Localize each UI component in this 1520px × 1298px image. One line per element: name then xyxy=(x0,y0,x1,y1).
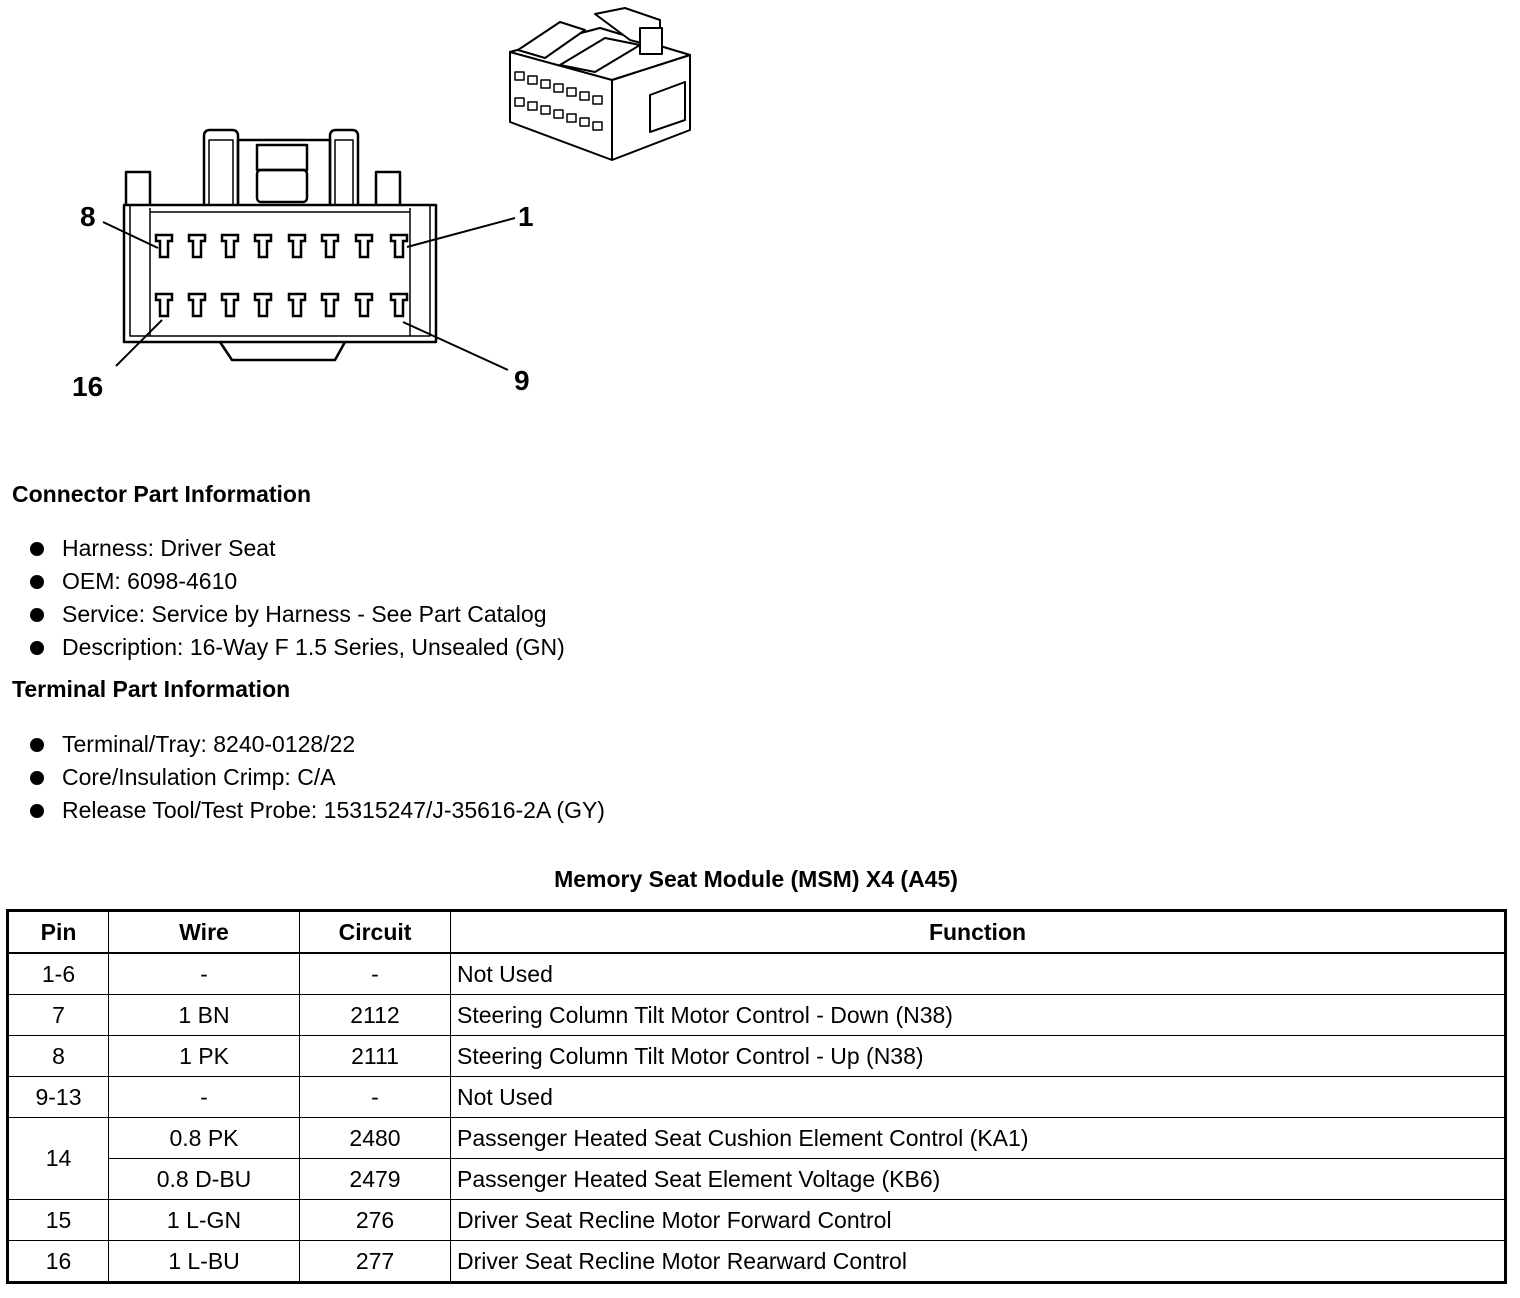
bullet-icon xyxy=(30,542,44,556)
terminal-cavity xyxy=(253,292,273,318)
terminal-info-heading: Terminal Part Information xyxy=(12,676,291,702)
bullet-icon xyxy=(30,575,44,589)
terminal-cavity xyxy=(220,292,240,318)
wire-cell: - xyxy=(108,1076,300,1118)
circuit-cell: 2479 xyxy=(299,1158,451,1200)
terminal-info-list: Terminal/Tray: 8240-0128/22 Core/Insulat… xyxy=(30,728,605,827)
wire-cell: 1 L-GN xyxy=(108,1199,300,1241)
function-cell: Steering Column Tilt Motor Control - Up … xyxy=(450,1035,1506,1077)
pin-cell: 1-6 xyxy=(7,952,109,995)
wire-cell: 1 L-BU xyxy=(108,1240,300,1283)
pin-cell: 14 xyxy=(7,1117,109,1200)
pin-label-8: 8 xyxy=(80,201,96,232)
function-cell: Not Used xyxy=(450,1076,1506,1118)
bullet-icon xyxy=(30,608,44,622)
table-row: 1-6 - - Not Used xyxy=(7,952,1506,995)
function-cell: Not Used xyxy=(450,952,1506,995)
circuit-cell: - xyxy=(299,952,451,995)
terminal-cavity xyxy=(287,233,307,259)
table-row: 0.8 D-BU 2479 Passenger Heated Seat Elem… xyxy=(8,1158,1506,1200)
column-header-function: Function xyxy=(450,910,1506,954)
pin-label-16: 16 xyxy=(72,371,103,402)
list-item: Service: Service by Harness - See Part C… xyxy=(30,598,565,631)
bullet-icon xyxy=(30,738,44,752)
pin-leader-lines xyxy=(102,217,516,371)
function-cell: Passenger Heated Seat Element Voltage (K… xyxy=(450,1158,1506,1200)
circuit-cell: 2112 xyxy=(299,994,451,1036)
bullet-icon xyxy=(30,641,44,655)
bullet-icon xyxy=(30,804,44,818)
terminal-cavity xyxy=(187,233,207,259)
terminal-cavity xyxy=(154,292,174,318)
terminal-cavity xyxy=(287,292,307,318)
terminal-cavity xyxy=(253,233,273,259)
list-item: OEM: 6098-4610 xyxy=(30,565,565,598)
pin-label-1: 1 xyxy=(518,201,534,232)
function-cell: Steering Column Tilt Motor Control - Dow… xyxy=(450,994,1506,1036)
pin-label-9: 9 xyxy=(514,365,530,396)
terminal-cavity xyxy=(187,292,207,318)
wire-cell: - xyxy=(108,952,300,995)
terminal-cavity xyxy=(389,292,409,318)
bullet-icon xyxy=(30,771,44,785)
pinout-table: Pin Wire Circuit Function 1-6 - - Not Us… xyxy=(6,909,1507,1284)
connector-face-view xyxy=(122,128,438,362)
table-row: 8 1 PK 2111 Steering Column Tilt Motor C… xyxy=(7,1035,1506,1077)
pin-cell: 7 xyxy=(7,994,109,1036)
table-row: 16 1 L-BU 277 Driver Seat Recline Motor … xyxy=(7,1240,1506,1283)
table-row: 14 0.8 PK 2480 Passenger Heated Seat Cus… xyxy=(7,1117,1506,1200)
list-item: Release Tool/Test Probe: 15315247/J-3561… xyxy=(30,794,605,827)
column-header-pin: Pin xyxy=(7,910,109,954)
table-header-row: Pin Wire Circuit Function xyxy=(7,910,1506,954)
circuit-cell: 2111 xyxy=(299,1035,451,1077)
circuit-cell: 277 xyxy=(299,1240,451,1283)
terminal-cavity xyxy=(354,292,374,318)
column-header-wire: Wire xyxy=(108,910,300,954)
table-row: 9-13 - - Not Used xyxy=(7,1076,1506,1118)
circuit-cell: 2480 xyxy=(299,1117,451,1159)
circuit-cell: 276 xyxy=(299,1199,451,1241)
terminal-cavity xyxy=(320,292,340,318)
list-item: Description: 16-Way F 1.5 Series, Unseal… xyxy=(30,631,565,664)
table-row: 15 1 L-GN 276 Driver Seat Recline Motor … xyxy=(7,1199,1506,1241)
function-cell: Passenger Heated Seat Cushion Element Co… xyxy=(450,1117,1506,1159)
function-cell: Driver Seat Recline Motor Forward Contro… xyxy=(450,1199,1506,1241)
list-item: Core/Insulation Crimp: C/A xyxy=(30,761,605,794)
pin-cell: 15 xyxy=(7,1199,109,1241)
pin-cell: 8 xyxy=(7,1035,109,1077)
terminal-cavity xyxy=(354,233,374,259)
connector-info-heading: Connector Part Information xyxy=(12,481,312,507)
terminal-cavity xyxy=(154,233,174,259)
connector-info-list: Harness: Driver Seat OEM: 6098-4610 Serv… xyxy=(30,532,565,664)
wire-cell: 1 PK xyxy=(108,1035,300,1077)
column-header-circuit: Circuit xyxy=(299,910,451,954)
terminal-cavity xyxy=(220,233,240,259)
table-title: Memory Seat Module (MSM) X4 (A45) xyxy=(554,866,958,892)
table-row: 7 1 BN 2112 Steering Column Tilt Motor C… xyxy=(7,994,1506,1036)
connector-diagram: 8 1 16 9 xyxy=(72,7,691,402)
list-item: Harness: Driver Seat xyxy=(30,532,565,565)
wire-cell: 1 BN xyxy=(108,994,300,1036)
terminal-cavity xyxy=(389,233,409,259)
wire-cell: 0.8 PK xyxy=(108,1117,300,1159)
function-cell: Driver Seat Recline Motor Rearward Contr… xyxy=(450,1240,1506,1283)
connector-3d-illustration xyxy=(509,7,691,161)
terminal-cavity xyxy=(320,233,340,259)
pin-cell: 9-13 xyxy=(7,1076,109,1118)
circuit-cell: - xyxy=(299,1076,451,1118)
terminal-cavities xyxy=(154,233,409,318)
pin-cell: 16 xyxy=(7,1240,109,1283)
list-item: Terminal/Tray: 8240-0128/22 xyxy=(30,728,605,761)
wire-cell: 0.8 D-BU xyxy=(108,1158,300,1200)
